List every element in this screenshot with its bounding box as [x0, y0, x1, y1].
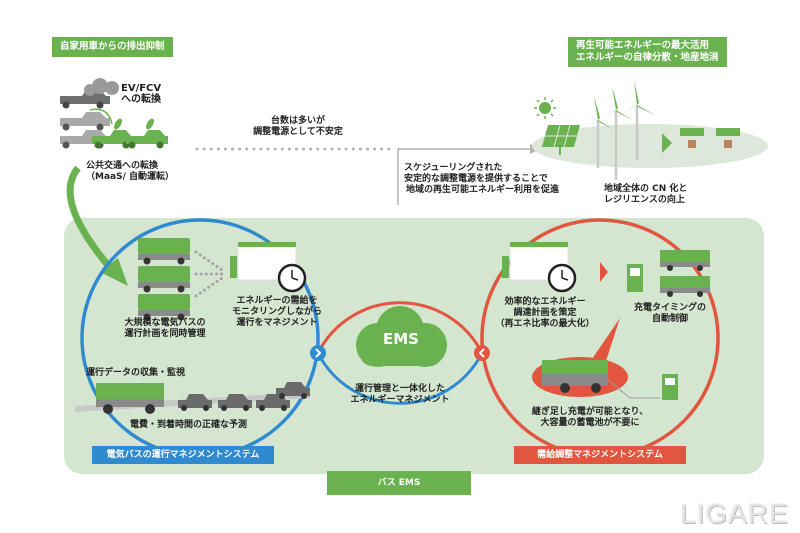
charger-icon	[662, 374, 678, 400]
center-ring-bottom	[316, 352, 484, 405]
charger-icon	[627, 264, 643, 292]
schedule-line2: 安定的な調整電源を提供することで	[404, 174, 548, 184]
unstable-supply-label: 台数は多いが 調整電源として不安定	[248, 116, 348, 138]
cn-line1: 地域全体の CN 化と	[604, 184, 688, 194]
sun-icon	[534, 97, 556, 119]
procure-arrow-icon	[600, 262, 608, 282]
clock-icon	[547, 263, 577, 293]
battery-label: 継ぎ足し充電が可能となり、 大容量の蓄電池が不要に	[520, 407, 660, 429]
forward-chevron-button	[310, 345, 326, 361]
prediction-label: 電費・到着時間の正確な予測	[130, 420, 248, 430]
bus-ems-tag: バス EMS	[327, 471, 471, 495]
supply-demand-system-label: 需給調整マネジメントシステム	[514, 446, 686, 464]
scheduling-label: スケジューリングされた 安定的な調整電源を提供することで 地域の再生可能エネルギ…	[404, 163, 559, 196]
charging-bus-icon	[660, 250, 710, 297]
desc-line2: エネルギーマネジメント	[350, 395, 450, 405]
renewable-tag-line2: エネルギーの自律分散・地産地消	[576, 52, 719, 63]
data-collection-label: 運行データの収集・監視	[86, 368, 186, 378]
private-car-emission-tag: 自家用車からの排出抑制	[52, 37, 173, 57]
leaf-icon	[114, 118, 154, 130]
dotted-merge-lines	[194, 250, 224, 298]
integrated-energy-label: 運行管理と一体化した エネルギーマネジメント	[340, 384, 460, 406]
electric-bus-icon	[96, 383, 164, 414]
schedule-line3: 地域の再生可能エネルギー利用を促進	[406, 185, 560, 195]
desc-line1: 運行管理と一体化した	[354, 384, 445, 394]
bubble-tail	[590, 318, 620, 364]
renewable-ground	[532, 124, 768, 168]
traffic-cars-icon	[178, 382, 310, 411]
clock-icon	[277, 263, 307, 293]
plan-line2: 運行計画を同時管理	[124, 329, 206, 339]
bus-with-battery-icon	[542, 360, 608, 393]
ems-label: EMS	[383, 330, 419, 348]
transit-line2: （MaaS/ 自動運転）	[86, 172, 175, 182]
ev-label-line1: EV/FCV	[121, 83, 162, 94]
procure-line1: 効率的なエネルギー	[504, 297, 586, 307]
monitor-line2: モニタリングしながら	[231, 307, 322, 317]
renewable-max-tag: 再生可能エネルギーの最大活用 エネルギーの自律分散・地産地消	[568, 37, 727, 67]
solar-panel-icon	[542, 124, 580, 155]
bus-fleet-icon	[138, 238, 190, 321]
transit-arrow	[66, 165, 115, 273]
wind-turbine-icon	[596, 105, 639, 180]
ev-label-line2: への転換	[121, 94, 161, 105]
exhaust-cloud-icon	[84, 78, 119, 96]
transit-line1: 公共交通への転換	[86, 161, 159, 171]
bus-operation-system-label: 電気バスの運行マネジメントシステム	[92, 446, 274, 464]
schedule-line1: スケジューリングされた	[404, 163, 503, 173]
plan-line1: 大規模な電気バスの	[124, 318, 206, 328]
schedule-arrow-line	[397, 148, 530, 205]
battery-line1: 継ぎ足し充電が可能となり、	[531, 407, 649, 417]
ev-conversion-label: EV/FCV への転換	[121, 83, 161, 105]
unstable-line1: 台数は多いが	[270, 116, 325, 126]
conversion-arrow	[89, 108, 113, 125]
monitor-line3: 運行をマネジメント	[236, 318, 318, 328]
monitor-line1: エネルギーの需給を	[236, 296, 318, 306]
charge-line1: 充電タイミングの	[633, 303, 706, 313]
battery-line2: 大容量の蓄電池が不要に	[540, 418, 640, 428]
energy-monitor-label: エネルギーの需給を モニタリングしながら 運行をマネジメント	[222, 296, 332, 329]
renewable-arrow-icon	[662, 133, 672, 153]
cn-line2: レジリエンスの向上	[604, 195, 685, 205]
public-transit-label: 公共交通への転換 （MaaS/ 自動運転）	[86, 161, 174, 183]
charge-line2: 自動制御	[651, 314, 688, 324]
carbon-neutral-label: 地域全体の CN 化と レジリエンスの向上	[604, 184, 687, 206]
renewable-tag-line1: 再生可能エネルギーの最大活用	[576, 40, 710, 51]
bus-plan-label: 大規模な電気バスの 運行計画を同時管理	[110, 318, 220, 340]
center-ring-top	[316, 301, 484, 354]
charge-timing-label: 充電タイミングの 自動制御	[620, 303, 720, 325]
procure-line3: （再エネ比率の最大化）	[495, 319, 595, 329]
transit-arrow-head	[100, 258, 128, 286]
unstable-line2: 調整電源として不安定	[253, 127, 343, 137]
ems-cloud-icon	[356, 306, 447, 367]
charge-cable	[607, 379, 660, 399]
back-chevron-button	[474, 345, 490, 361]
procure-line2: 調達計画を策定	[513, 308, 577, 318]
ligare-logo: LIGARE	[680, 498, 789, 529]
house-solar-icon	[680, 128, 740, 148]
procurement-plan-label: 効率的なエネルギー 調達計画を策定 （再エネ比率の最大化）	[486, 297, 604, 330]
